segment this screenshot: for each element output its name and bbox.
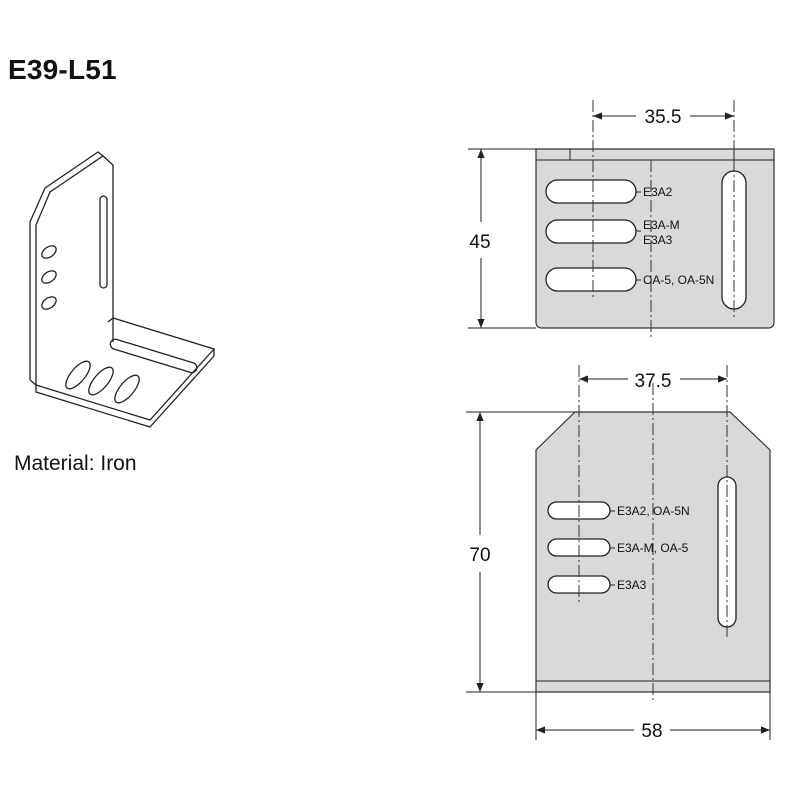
side-view-drawing: 37.5 70 58 E3A2, OA-5N E3A-M, OA-5 E3A3	[466, 365, 771, 742]
top-slot-2	[545, 219, 637, 244]
side-width-dim: 37.5	[635, 371, 672, 392]
top-slot-label-3: OA-5, OA-5N	[643, 273, 714, 287]
part-number-title: E39-L51	[8, 54, 117, 85]
side-slot-label-3: E3A3	[617, 578, 647, 592]
top-slot-label-2a: E3A-M	[643, 218, 680, 232]
top-slot-3	[545, 267, 637, 292]
bracket-isometric-view	[29, 151, 216, 428]
side-bottom-dim: 58	[641, 721, 662, 742]
side-height-dim: 70	[469, 545, 490, 566]
top-width-dim: 35.5	[645, 107, 682, 128]
top-slot-label-1: E3A2	[643, 185, 673, 199]
top-slot-1	[545, 179, 637, 204]
top-height-dim: 45	[469, 232, 490, 253]
side-slot-label-1: E3A2, OA-5N	[617, 504, 690, 518]
top-view-drawing: 35.5 45 E3A2 E3A-M E3A3 OA-5, OA-5N	[468, 100, 775, 340]
material-note: Material: Iron	[14, 452, 137, 475]
top-slot-label-2b: E3A3	[643, 233, 673, 247]
side-slot-label-2: E3A-M, OA-5	[617, 541, 689, 555]
